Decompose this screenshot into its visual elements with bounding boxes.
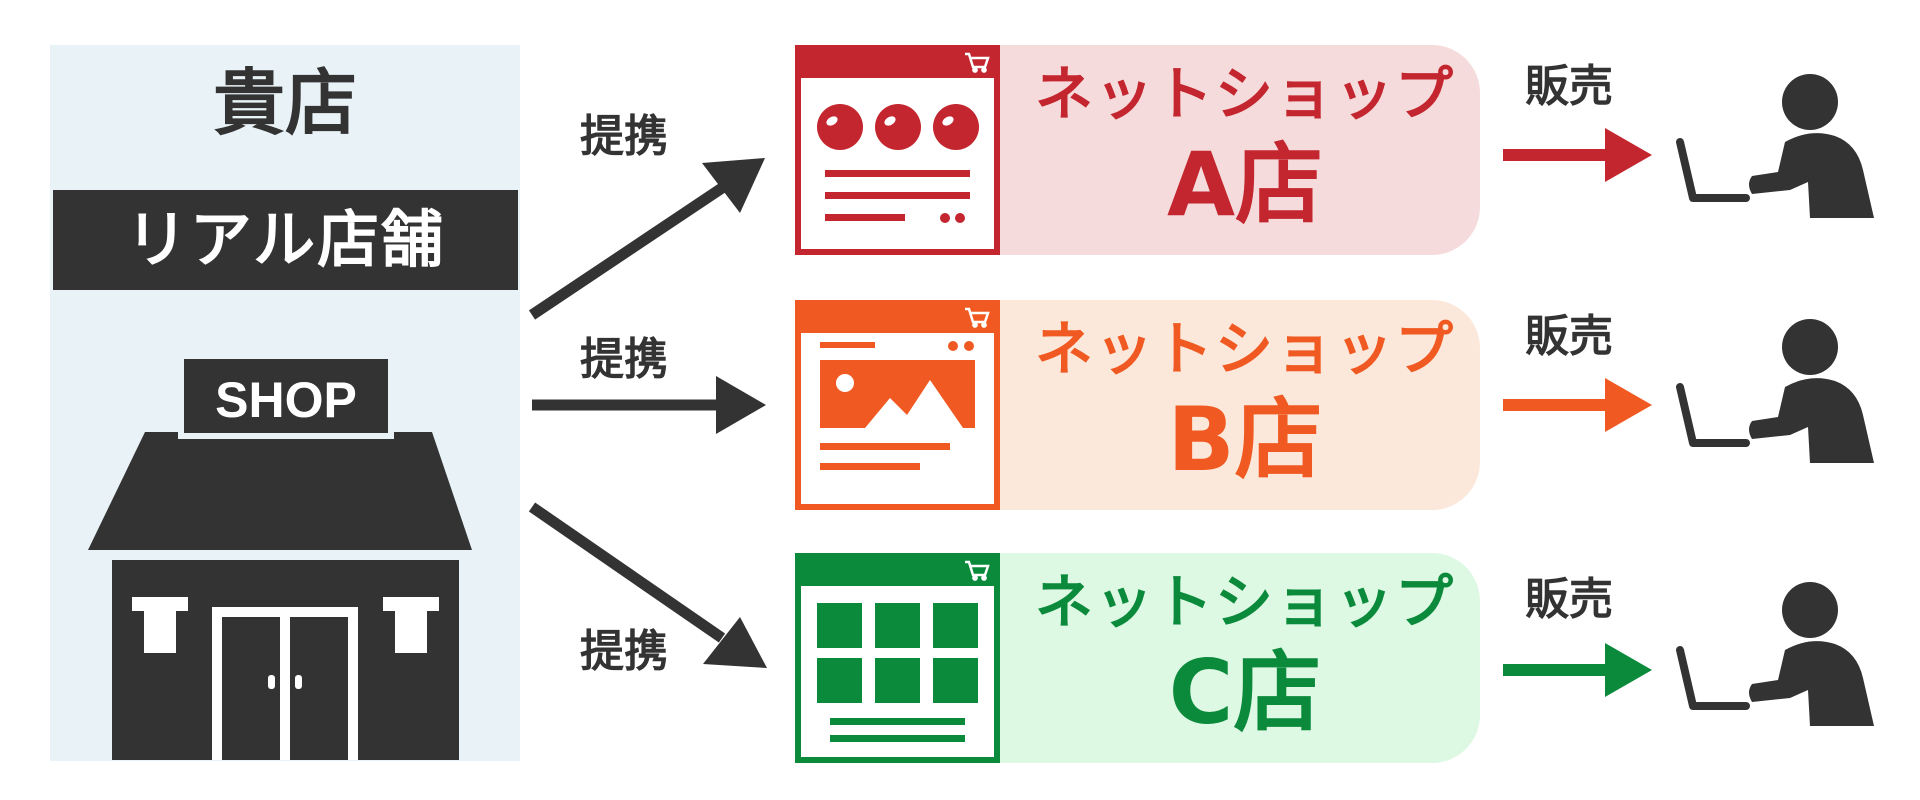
partnership-label-c: 提携 xyxy=(580,626,668,677)
cart-icon xyxy=(965,307,990,328)
sale-label-c: 販売 xyxy=(1525,574,1613,625)
net-shop-store-c: C店 xyxy=(1168,641,1322,744)
partnership-arrow-b xyxy=(532,376,766,434)
net-shop-name-a: ネットショップ xyxy=(1034,60,1455,128)
shop-sign-text: SHOP xyxy=(215,372,357,428)
net-shop-card-b: ネットショップ B店 xyxy=(795,300,1480,510)
sale-arrow-c xyxy=(1503,643,1652,697)
browser-dots-icon xyxy=(795,45,1000,255)
partnership-arrow-a xyxy=(528,158,765,320)
sale-label-b: 販売 xyxy=(1525,311,1613,362)
store-title: 貴店 xyxy=(212,61,357,145)
physical-store-panel: 貴店 リアル店舗 SHOP xyxy=(50,45,520,761)
person-laptop-icon xyxy=(1676,319,1874,463)
cart-icon xyxy=(965,52,990,73)
person-laptop-icon xyxy=(1676,74,1874,218)
net-shop-store-a: A店 xyxy=(1166,133,1324,236)
net-shop-name-c: ネットショップ xyxy=(1034,568,1455,636)
partnership-label-b: 提携 xyxy=(580,334,668,385)
net-shop-card-a: ネットショップ A店 xyxy=(795,45,1480,255)
net-shop-name-b: ネットショップ xyxy=(1034,315,1455,383)
sale-arrow-a xyxy=(1503,128,1652,182)
browser-grid-icon xyxy=(795,553,1000,763)
store-subtitle-banner: リアル店舗 xyxy=(53,190,518,290)
shop-building-icon xyxy=(88,353,472,760)
browser-image-icon xyxy=(795,300,1000,510)
partnership-label-a: 提携 xyxy=(580,111,668,162)
sale-label-a: 販売 xyxy=(1525,61,1613,112)
net-shop-card-c: ネットショップ C店 xyxy=(795,553,1480,763)
sale-arrow-b xyxy=(1503,378,1652,432)
cart-icon xyxy=(965,560,990,581)
person-laptop-icon xyxy=(1676,582,1874,726)
net-shop-store-b: B店 xyxy=(1167,388,1323,491)
partnership-arrow-c xyxy=(528,502,767,668)
